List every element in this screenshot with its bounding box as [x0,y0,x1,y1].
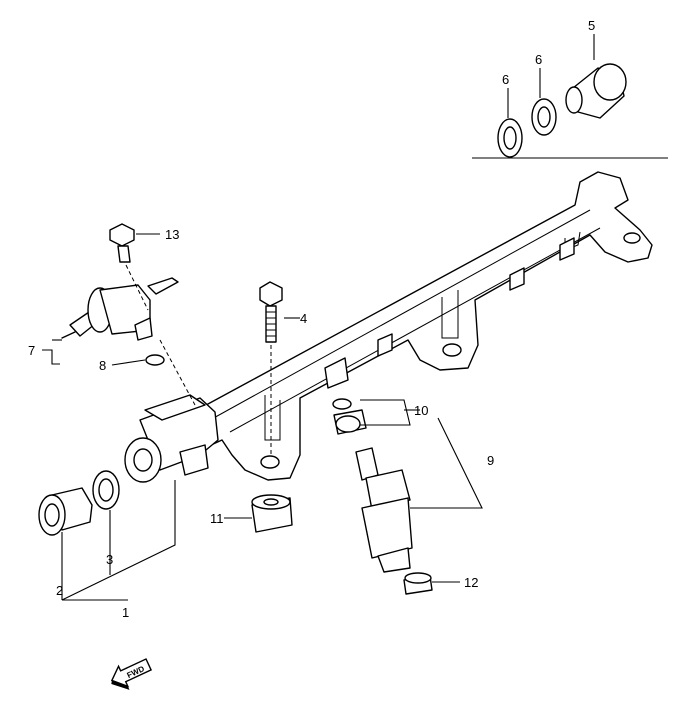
leader-lines [42,34,595,601]
callout-12: 12 [464,575,478,590]
callout-6-b: 6 [535,52,542,67]
injector-part-9 [355,447,413,573]
callout-6-a: 6 [502,72,509,87]
bolt-part-4 [259,281,283,455]
washer-part-3 [92,470,120,510]
plug-part-2 [38,487,93,536]
callout-4: 4 [300,311,307,326]
union-bolt-part-5 [565,63,627,119]
washer-part-6-b [531,98,557,136]
callout-10: 10 [414,403,428,418]
screw-part-13 [109,223,149,311]
callout-2: 2 [56,583,63,598]
cushion-part-12 [403,572,433,595]
fwd-arrow-icon: FWD [110,658,153,690]
callout-8: 8 [99,358,106,373]
callout-3: 3 [106,552,113,567]
cushion-part-11 [251,494,293,533]
pressure-regulator-part-7 [61,277,179,341]
callout-1: 1 [122,605,129,620]
seals-part-10 [332,398,367,435]
callout-7: 7 [28,343,35,358]
callout-9: 9 [487,453,494,468]
washer-part-6-a [497,118,523,158]
callout-13: 13 [165,227,179,242]
callout-11: 11 [210,511,224,526]
fuel-rail [124,171,653,483]
callout-5: 5 [588,18,595,33]
o-ring-part-8 [145,339,196,406]
